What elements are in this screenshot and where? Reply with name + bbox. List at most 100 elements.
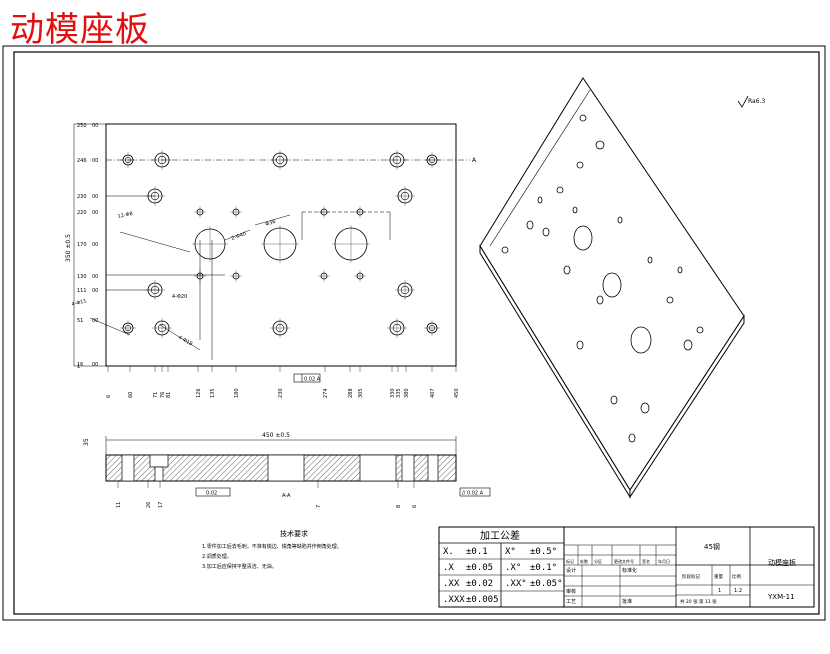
bottom-ordinate-label: 380 [404,388,410,398]
bottom-ordinate-label: 305 [358,388,364,398]
section-flatness: 0.02 [206,491,217,497]
tolerance-cell: .XX° [505,579,527,589]
left-ordinate-label: 130 [77,274,87,280]
inner-frame [13,51,820,615]
change-header-cell: 年月日 [658,558,670,564]
bottom-ordinate-label: 330 [390,388,396,398]
left-ordinate-value: 00 [92,194,98,200]
tolerance-cell: ±0.5° [530,547,557,557]
left-ordinate-label: 111 [77,288,87,294]
bottom-ordinate-label: 81 [166,392,172,398]
technical-requirements: 技术要求 1.零件加工后去毛刺，不准有锐边、锐角等缺陷并作倒角处理。 2.调质处… [202,529,342,570]
section-height: 35 [83,438,90,446]
iso-hole [576,340,584,350]
tolerance-heading: 加工公差 [480,529,520,542]
iso-hole [573,225,593,251]
left-ordinate-label: 51 [77,318,83,324]
bottom-ordinate-label: 450 [454,388,460,398]
iso-hole [683,339,693,351]
bottom-ordinate-label: 230 [278,388,284,398]
bottom-ordinate-label: 6 [106,395,112,398]
review-label: 审核 [566,588,576,595]
left-ordinate-value: 00 [92,210,98,216]
left-ordinate-value: 00 [92,242,98,248]
title-block: 标记处数分区更改文件号签名年月日 设计 标准化 审核 工艺 批准 45钢 动模座… [563,526,815,608]
scale-label: 比例 [732,573,741,580]
change-header-cell: 签名 [642,558,650,564]
stage-label: 阶段标记 [682,573,700,580]
iso-hole [628,433,636,443]
iso-hole [542,227,550,237]
design-label: 设计 [566,567,576,574]
change-header-cell: 处数 [580,558,588,564]
part-name: 动模座板 [768,558,796,567]
change-header-cell: 更改文件号 [614,558,634,564]
tolerance-cell: ±0.02 [466,579,493,589]
iso-hole [696,326,704,334]
section-bottom-label: 6 [412,505,418,508]
tolerance-cell: ±0.05 [466,563,493,573]
bottom-ordinate-label: 126 [196,388,202,398]
iso-hole [576,161,584,169]
section-bottom-label: 7 [316,505,322,508]
bottom-ordinate-label: 180 [234,388,240,398]
tolerance-cell: X° [505,547,516,557]
parallel-callout: // 0.02 A [462,491,484,497]
drawing-title: 动模座板 [10,10,150,50]
iso-hole [617,216,623,224]
change-header-cells: 标记处数分区更改文件号签名年月日 [566,558,670,564]
left-ordinate-value: 00 [92,123,98,129]
isometric-view [479,77,745,499]
left-ordinate-value: 00 [92,288,98,294]
iso-hole [537,196,543,204]
tolerance-cell: .X [443,563,454,573]
iso-hole [677,266,683,274]
left-ordinate-label: 220 [77,210,87,216]
iso-hole [572,206,578,214]
tolerance-cell: ±0.005 [466,595,499,605]
height-dimension: 350 ±0.5 [65,234,72,262]
change-header-cell: 标记 [566,558,574,564]
callout-6: Φ38 [265,219,277,228]
iso-holes [501,114,704,443]
left-ordinate-label: 16 [77,362,83,368]
weight-label: 重量 [714,573,723,580]
iso-hole [501,246,509,254]
tolerance-cell: .XXX [443,595,465,605]
sheet-info: 共 20 张 第 13 张 [680,598,717,605]
section-bottom-label: 26 [146,502,152,508]
process-label: 工艺 [566,599,576,605]
bottom-ordinate-label: 71 [153,392,159,398]
section-bottom-labels: 11 26 17 7 8 6 [116,481,418,508]
bottom-ordinate-label: 274 [323,388,329,398]
left-ordinate-value: 00 [92,318,98,324]
iso-hole [579,114,587,122]
iso-hole [556,186,564,194]
callout-4: 2-Φ40 [231,231,247,242]
section-width: 450 ±0.5 [262,432,290,439]
section-mark: A-A [282,493,291,499]
standardize-label: 标准化 [622,567,637,574]
iso-hole [630,326,652,354]
iso-top-face [479,77,745,491]
section-bottom-label: 8 [396,505,402,508]
bottom-ordinate-label: 135 [210,388,216,398]
iso-hole [610,395,618,405]
scale-value: 1:2 [734,588,742,594]
bottom-ordinate-label: 60 [128,392,134,398]
left-ordinate-value: 00 [92,158,98,164]
section-bottom-label: 17 [158,502,164,508]
callout-3: 4-Φ11 [71,298,87,308]
bottom-ordinate-label: 407 [430,388,436,398]
tech-req-3: 3.加工后应保持平整清洁、无油。 [202,563,277,570]
section-bottom-label: 11 [116,502,122,508]
iso-hole [595,140,605,150]
tech-req-2: 2.调质处理。 [202,553,232,560]
flatness-callout: 0.02 A [304,377,321,383]
callout-1: 12-Φ8 [117,211,133,220]
left-ordinate-label: 250 [77,123,87,129]
iso-hole [602,272,622,298]
